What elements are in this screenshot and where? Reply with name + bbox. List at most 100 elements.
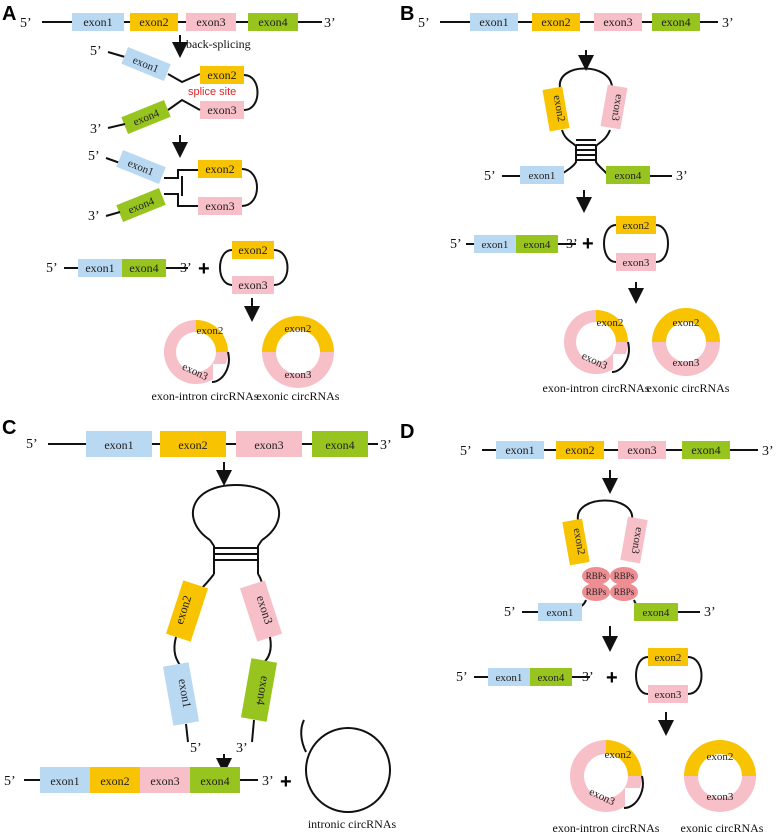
exon2-block bbox=[198, 160, 242, 178]
svg-text:exon2: exon2 bbox=[707, 751, 734, 763]
exon4-block bbox=[530, 668, 572, 686]
svg-text:3’: 3’ bbox=[722, 16, 734, 31]
svg-text:exon1: exon1 bbox=[175, 678, 194, 709]
exon4-block bbox=[116, 188, 166, 222]
exon2-block bbox=[616, 216, 656, 234]
exon3-block bbox=[648, 685, 688, 703]
intronic-circrnas-label: intronic circRNAs bbox=[308, 817, 397, 831]
exon2-block bbox=[532, 13, 580, 31]
svg-text:exon1: exon1 bbox=[482, 239, 509, 251]
svg-text:exon-intron circRNAs: exon-intron circRNAs bbox=[543, 381, 650, 395]
exon3-block bbox=[200, 101, 244, 119]
svg-text:5’: 5’ bbox=[26, 437, 38, 452]
svg-text:exon4: exon4 bbox=[643, 607, 670, 619]
exon2-block bbox=[542, 86, 570, 132]
svg-text:exon2: exon2 bbox=[238, 243, 267, 257]
exon4-block bbox=[312, 431, 368, 457]
svg-text:5’: 5’ bbox=[450, 237, 462, 252]
exon3-label: exon3 bbox=[196, 15, 225, 29]
svg-text:exon1: exon1 bbox=[50, 774, 79, 788]
svg-text:exonic circRNAs: exonic circRNAs bbox=[681, 821, 764, 835]
svg-text:5’: 5’ bbox=[460, 444, 472, 459]
svg-text:3’: 3’ bbox=[262, 774, 274, 789]
svg-text:exon3: exon3 bbox=[205, 199, 234, 213]
exon4-block bbox=[248, 13, 298, 31]
svg-text:exon2: exon2 bbox=[655, 652, 682, 664]
exon1-block bbox=[40, 767, 90, 793]
exon2-label: exon2 bbox=[139, 15, 168, 29]
svg-text:3’: 3’ bbox=[380, 438, 392, 453]
svg-text:exon2: exon2 bbox=[597, 317, 624, 329]
exon-intron-circrnas-label: exon-intron circRNAs bbox=[152, 389, 259, 403]
svg-text:exon3: exon3 bbox=[623, 257, 650, 269]
exon3-block bbox=[594, 13, 642, 31]
exon4-block bbox=[682, 441, 730, 459]
svg-text:exon4: exon4 bbox=[524, 239, 551, 251]
exon1-block bbox=[496, 441, 544, 459]
exon4-block bbox=[516, 235, 558, 253]
exon4-block bbox=[190, 767, 240, 793]
exon3-block bbox=[186, 13, 236, 31]
rbp-blob bbox=[582, 567, 610, 585]
svg-text:exon3: exon3 bbox=[655, 689, 682, 701]
exon4-block bbox=[121, 100, 171, 134]
svg-text:5’: 5’ bbox=[418, 16, 430, 31]
panel-c: C 5’ 3’ exon1 exon2 exon3 exon4 exon2 ex… bbox=[2, 417, 396, 831]
exon2-block bbox=[562, 518, 590, 566]
exon4-block bbox=[606, 166, 650, 184]
svg-text:exon3: exon3 bbox=[254, 438, 283, 452]
exon3-block bbox=[232, 276, 274, 294]
svg-text:exon2: exon2 bbox=[178, 438, 207, 452]
svg-text:exon2: exon2 bbox=[623, 220, 650, 232]
svg-text:RBPs: RBPs bbox=[614, 571, 635, 581]
panel-a: A 5’ 3’ exon1 exon2 exon3 exon4 back-spl… bbox=[2, 3, 340, 403]
svg-text:exon4: exon4 bbox=[661, 15, 690, 29]
svg-text:exon2: exon2 bbox=[673, 317, 700, 329]
svg-text:3’: 3’ bbox=[88, 209, 100, 224]
svg-text:+: + bbox=[280, 771, 292, 793]
exon2-block bbox=[200, 66, 244, 84]
svg-text:exon2: exon2 bbox=[100, 774, 129, 788]
exon4-block bbox=[240, 658, 278, 722]
svg-text:exon1: exon1 bbox=[104, 438, 133, 452]
svg-text:exon3: exon3 bbox=[603, 15, 632, 29]
svg-text:+: + bbox=[582, 233, 594, 255]
intronic-circrna-ring bbox=[305, 727, 391, 813]
svg-text:3’: 3’ bbox=[762, 444, 774, 459]
svg-text:exon1: exon1 bbox=[529, 170, 556, 182]
svg-text:exon1: exon1 bbox=[496, 672, 523, 684]
svg-text:exon1: exon1 bbox=[479, 15, 508, 29]
panel-label-c: C bbox=[2, 417, 16, 439]
svg-text:5’: 5’ bbox=[90, 44, 102, 59]
exon1-block bbox=[520, 166, 564, 184]
svg-text:5’: 5’ bbox=[4, 774, 16, 789]
svg-text:exon4: exon4 bbox=[129, 261, 158, 275]
svg-text:exon2: exon2 bbox=[541, 15, 570, 29]
plus-sign: + bbox=[198, 258, 210, 280]
rbp-blob bbox=[610, 567, 638, 585]
exon1-block bbox=[86, 431, 152, 457]
svg-text:exon4: exon4 bbox=[325, 438, 354, 452]
svg-text:5’: 5’ bbox=[190, 741, 202, 756]
svg-text:exon2: exon2 bbox=[285, 323, 312, 335]
panel-label-b: B bbox=[400, 3, 414, 25]
svg-text:3’: 3’ bbox=[236, 741, 248, 756]
exon1-block bbox=[474, 235, 516, 253]
rbp-blob bbox=[582, 583, 610, 601]
svg-text:exon3: exon3 bbox=[609, 93, 626, 122]
exon1-block bbox=[78, 259, 122, 277]
splice-site-label: splice site bbox=[188, 86, 236, 98]
svg-text:3’: 3’ bbox=[180, 261, 192, 276]
exon2-block bbox=[648, 648, 688, 666]
svg-text:RBPs: RBPs bbox=[586, 587, 607, 597]
exon1-block bbox=[538, 603, 582, 621]
svg-text:3’: 3’ bbox=[90, 122, 102, 137]
svg-text:exon3: exon3 bbox=[150, 774, 179, 788]
svg-text:5’: 5’ bbox=[504, 605, 516, 620]
svg-text:5’: 5’ bbox=[484, 169, 496, 184]
svg-text:3’: 3’ bbox=[582, 670, 594, 685]
exon1-block bbox=[162, 662, 200, 726]
svg-text:exon1: exon1 bbox=[85, 261, 114, 275]
svg-text:exon3: exon3 bbox=[285, 369, 312, 381]
svg-text:5’: 5’ bbox=[456, 670, 468, 685]
